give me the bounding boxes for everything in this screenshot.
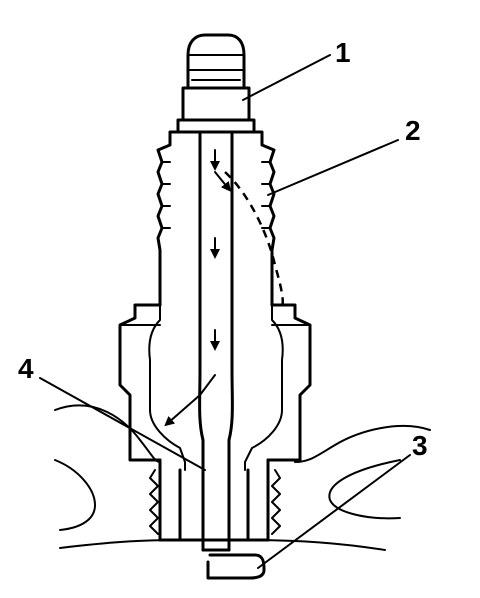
- ground-electrode: [206, 553, 266, 580]
- terminal-collar: [176, 86, 256, 134]
- callout-1: 1: [335, 37, 351, 68]
- flashover-path: [224, 171, 284, 309]
- center-electrode: [198, 130, 234, 552]
- terminal-nut: [186, 33, 246, 90]
- callout-4: 4: [18, 353, 34, 384]
- metal-shell: [118, 303, 312, 472]
- callout-2: 2: [405, 115, 421, 146]
- current-flow-arrows: [164, 149, 232, 427]
- callout-3: 3: [412, 430, 428, 461]
- leader-lines: [39, 54, 411, 569]
- threads: [149, 458, 281, 542]
- cylinder-head-outline: [54, 404, 431, 551]
- insulator: [156, 130, 276, 307]
